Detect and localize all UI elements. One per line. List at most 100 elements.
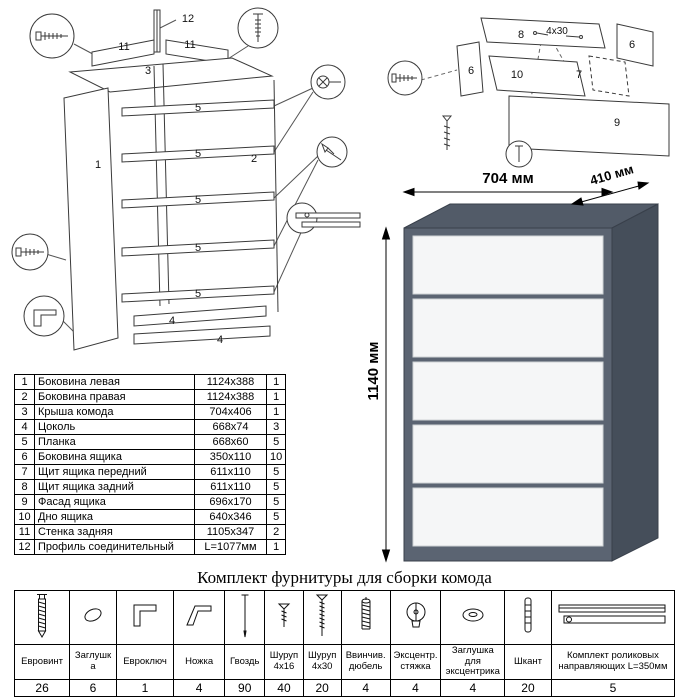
hardware-icon-cell	[389, 590, 442, 645]
part-name: Цоколь	[34, 419, 195, 435]
hardware-qty: 1	[115, 678, 175, 697]
parts-row: 12 Профиль соединительный L=1077мм 1	[14, 539, 287, 555]
dim-height-label: 1140 мм	[366, 342, 382, 401]
part-number: 9	[14, 494, 35, 510]
plug-icon	[84, 608, 102, 622]
callout-screw-left	[11, 233, 49, 271]
hardware-icon-cell	[302, 590, 342, 645]
part-number: 3	[14, 404, 35, 420]
hardware-table: Евровинт Заглушка Евроключ Ножка Гвоздь …	[13, 590, 676, 697]
label-3: 3	[145, 65, 151, 77]
part-name: Крыша комода	[34, 404, 195, 420]
hardware-name: Евроключ	[115, 644, 175, 680]
part-drawer-facade	[508, 95, 670, 157]
screw-4x30-icon	[315, 594, 329, 636]
label-12: 12	[182, 13, 194, 25]
part-size: 1124x388	[194, 374, 267, 390]
parts-row: 11 Стенка задняя 1105x347 2	[14, 524, 287, 540]
hardware-qty: 40	[264, 678, 304, 697]
dimension-lines	[381, 181, 650, 563]
cam-lock-icon	[406, 602, 426, 628]
callout-euroscrew	[387, 60, 423, 96]
label-4: 4	[217, 334, 223, 346]
parts-row: 10 Дно ящика 640x346 5	[14, 509, 287, 525]
part-number: 11	[14, 524, 35, 540]
hardware-icons-row	[13, 590, 676, 645]
dresser-drawer-fronts	[412, 235, 604, 547]
part-qty: 1	[265, 539, 287, 555]
hardware-icon-cell	[115, 590, 175, 645]
hardware-names-row: Евровинт Заглушка Евроключ Ножка Гвоздь …	[13, 644, 676, 680]
part-number: 6	[14, 449, 35, 465]
hex-key-icon	[133, 604, 157, 627]
part-qty: 5	[265, 479, 287, 495]
parts-row: 3 Крыша комода 704x406 1	[14, 404, 287, 420]
part-number: 8	[14, 479, 35, 495]
label-9: 9	[614, 117, 620, 129]
hardware-name: Эксцентр. стяжка	[389, 644, 442, 680]
part-slats	[121, 99, 275, 303]
hole-mark	[579, 35, 583, 39]
part-plinth	[133, 305, 271, 345]
leader-lines	[45, 19, 319, 335]
hardware-icon-cell	[173, 590, 226, 645]
label-10: 10	[511, 69, 523, 81]
label-11: 11	[118, 41, 129, 53]
parts-row: 1 Боковина левая 1124x388 1	[14, 374, 287, 390]
callout-euroscrew-top-right	[237, 7, 279, 49]
part-qty: 5	[265, 494, 287, 510]
hardware-qtys-row: 26 6 1 4 90 40 20 4 4 4 20 5	[13, 678, 676, 697]
part-name: Боковина ящика	[34, 449, 195, 465]
part-name: Планка	[34, 434, 195, 450]
hardware-qty: 5	[550, 678, 676, 697]
part-number: 5	[14, 434, 35, 450]
parts-row: 2 Боковина правая 1124x388 1	[14, 389, 287, 405]
part-size: 704x406	[194, 404, 267, 420]
hardware-name: Заглушка для эксцентрика	[440, 644, 506, 680]
drawer-exploded-diagram: 8 4x30 6 6 10 7 9	[387, 17, 670, 168]
foot-icon	[186, 605, 212, 626]
part-size: 1105x347	[194, 524, 267, 540]
part-size: L=1077мм	[194, 539, 267, 555]
frame-part-labels: 12 11 11 3 1 2 5 5 5 5 5 4 4	[95, 13, 257, 346]
dresser-side-face	[611, 203, 659, 562]
parts-row: 9 Фасад ящика 696x170 5	[14, 494, 287, 510]
screw-4x16-icon	[277, 603, 291, 627]
hardware-icon-cell	[224, 590, 266, 645]
part-name: Фасад ящика	[34, 494, 195, 510]
part-number: 2	[14, 389, 35, 405]
dim-depth-label: 410 мм	[588, 166, 635, 188]
hardware-icon-cell	[340, 590, 391, 645]
callout-euroscrew-top-left	[29, 13, 75, 59]
roller-slide-icon	[558, 604, 666, 624]
label-8: 8	[518, 29, 524, 41]
label-7: 7	[576, 69, 582, 81]
label-2: 2	[251, 153, 257, 165]
screw-glyph	[441, 115, 453, 150]
part-size: 668x60	[194, 434, 267, 450]
part-size: 696x170	[194, 494, 267, 510]
hardware-icon-cell	[504, 590, 552, 645]
cam-cover-icon	[462, 608, 484, 622]
part-name: Профиль соединительный	[34, 539, 195, 555]
parts-table: 1 Боковина левая 1124x388 1 2 Боковина п…	[14, 374, 287, 555]
label-5: 5	[195, 194, 201, 206]
callout-slide-rail	[286, 202, 361, 234]
part-qty: 3	[265, 419, 287, 435]
hardware-qty: 90	[224, 678, 266, 697]
hole-arrow	[565, 35, 580, 38]
parts-row: 6 Боковина ящика 350x110 10	[14, 449, 287, 465]
part-qty: 1	[265, 374, 287, 390]
label-4: 4	[169, 315, 175, 327]
screw-in-dowel-icon	[361, 597, 371, 630]
euroscrew-icon	[37, 594, 48, 638]
label-5: 5	[195, 148, 201, 160]
hardware-qty: 26	[13, 678, 71, 697]
callout-circle-bottom	[505, 140, 533, 168]
part-size: 1124x388	[194, 389, 267, 405]
part-name: Дно ящика	[34, 509, 195, 525]
hardware-name: Шкант	[504, 644, 552, 680]
part-top-panel	[68, 57, 274, 93]
part-qty: 2	[265, 524, 287, 540]
